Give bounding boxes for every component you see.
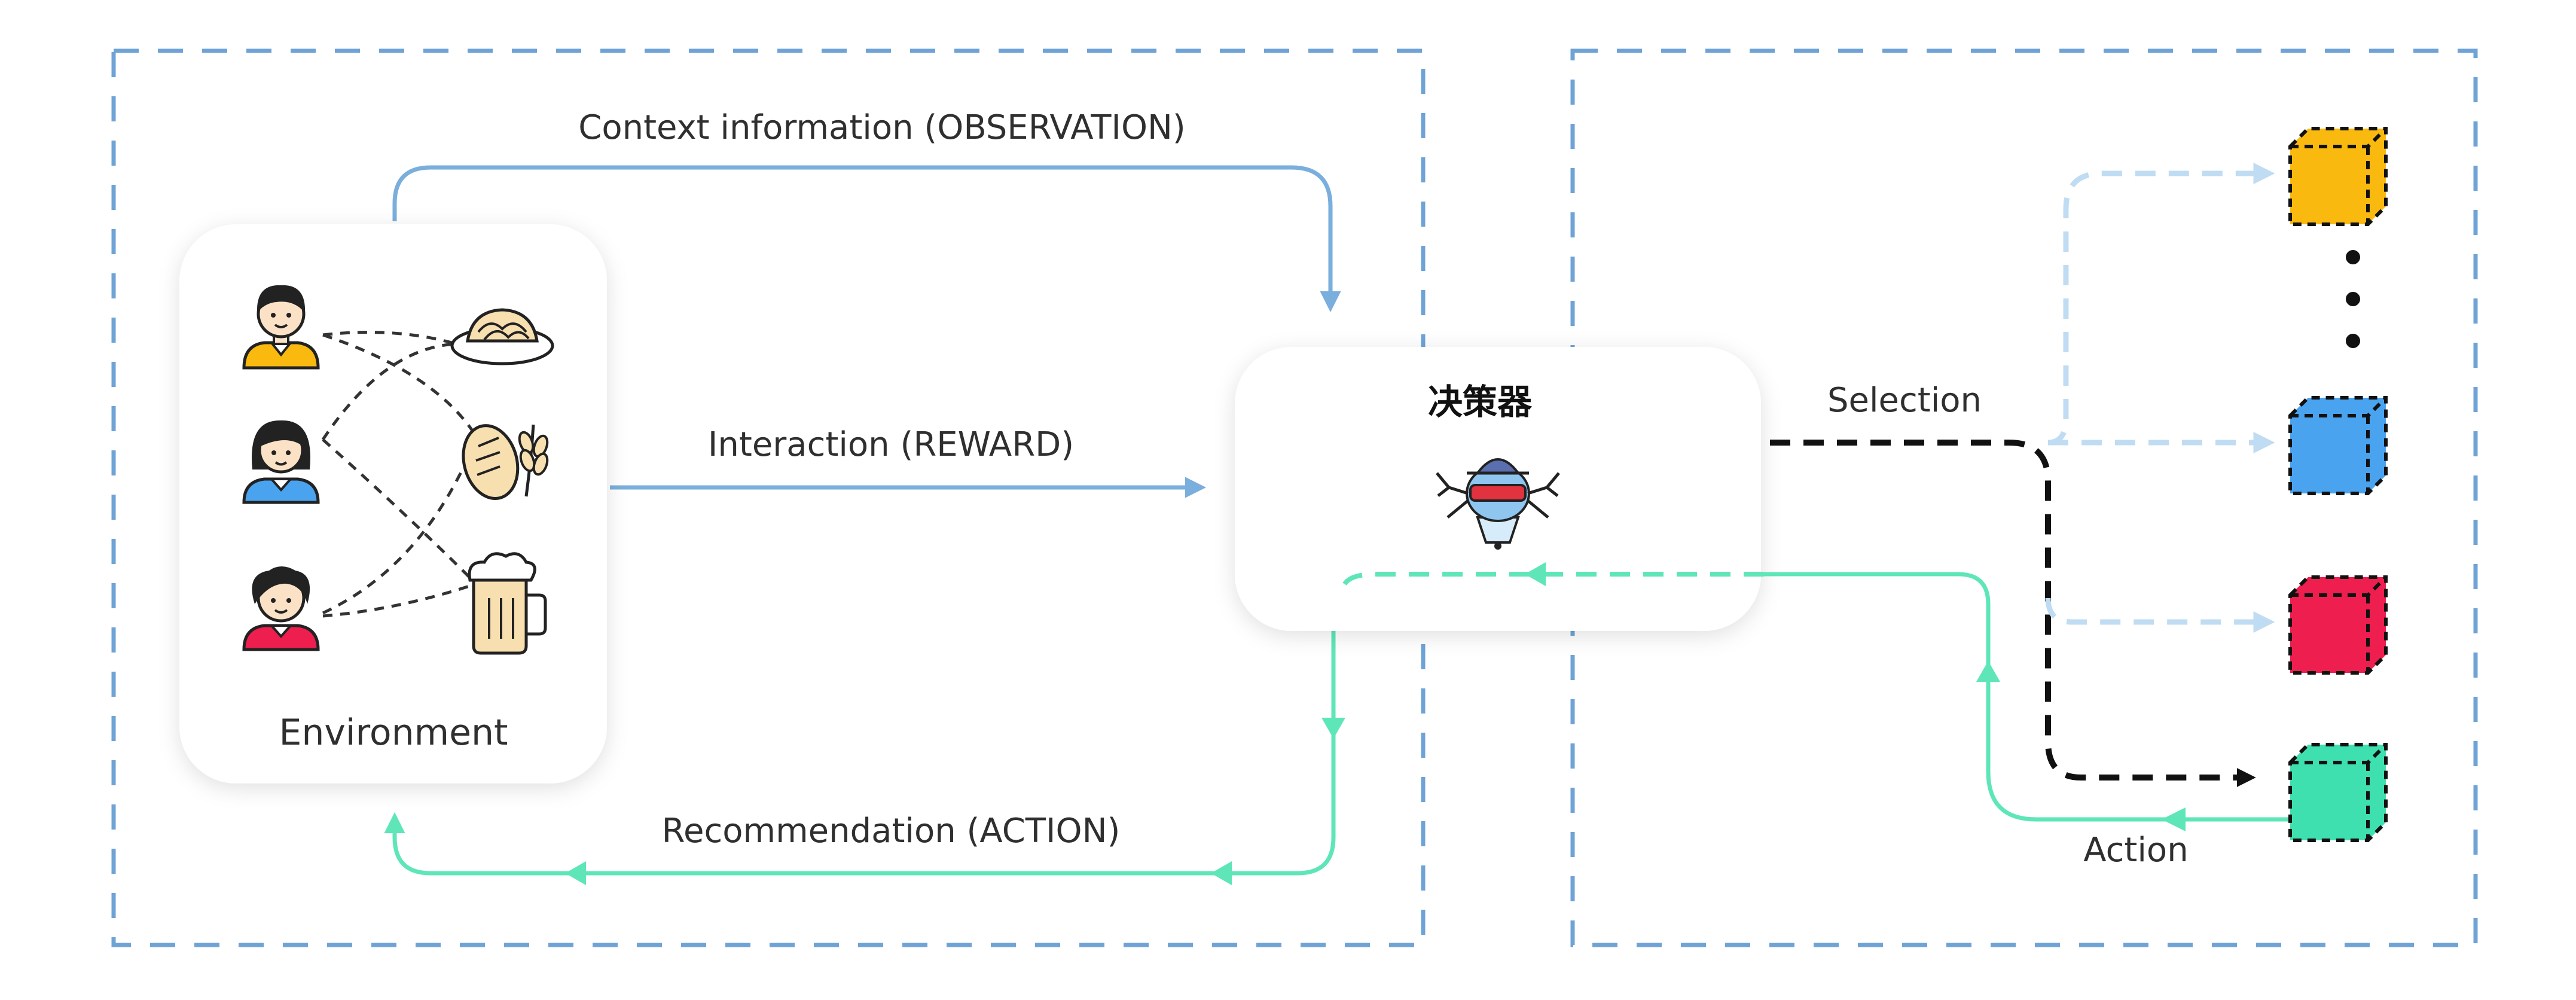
recommendation-label: Recommendation (ACTION) xyxy=(662,812,1121,850)
action-arrowhead-up xyxy=(1976,661,2000,682)
selection-label: Selection xyxy=(1827,381,1982,420)
more-items-dots xyxy=(2346,250,2360,348)
beer-mug-icon xyxy=(468,552,547,655)
decider-label: 决策器 xyxy=(1428,382,1533,422)
action-arrowhead-left xyxy=(2162,807,2186,831)
decider-card: 决策器 xyxy=(1235,347,1761,631)
environment-frame xyxy=(111,48,1426,947)
observation-arrow xyxy=(392,165,1341,312)
cube-green-icon xyxy=(2288,743,2388,842)
environment-label: Environment xyxy=(279,712,508,754)
reward-label: Interaction (REWARD) xyxy=(708,425,1074,464)
man-yellow-shirt-icon xyxy=(242,285,320,370)
recommendation-arrow xyxy=(384,622,1336,876)
woman-blue-shirt-icon xyxy=(242,420,320,504)
user-item-links xyxy=(321,331,474,618)
action-arrow-dashed xyxy=(1340,572,1764,593)
pasta-bowl-icon xyxy=(450,308,554,365)
action-arrow xyxy=(1764,572,2290,822)
recommendation-arrowhead-mid xyxy=(1211,861,1232,885)
robot-agent-icon xyxy=(1436,458,1560,550)
cube-red-icon xyxy=(2288,575,2388,675)
cube-blue-icon xyxy=(2288,396,2388,495)
recommendation-arrowhead-down xyxy=(1321,718,1345,739)
action-label: Action xyxy=(2083,831,2188,870)
recommendation-arrowhead-left xyxy=(565,861,586,885)
observation-label: Context information (OBSERVATION) xyxy=(578,108,1186,147)
man-red-shirt-icon xyxy=(242,566,320,651)
action-arrowhead-decider xyxy=(1525,562,1546,586)
environment-card: Environment xyxy=(179,224,607,783)
candidate-arrows xyxy=(2045,163,2275,633)
selection-arrow xyxy=(1770,440,2256,788)
cube-yellow-icon xyxy=(2288,127,2388,226)
bread-wheat-icon xyxy=(462,424,549,501)
